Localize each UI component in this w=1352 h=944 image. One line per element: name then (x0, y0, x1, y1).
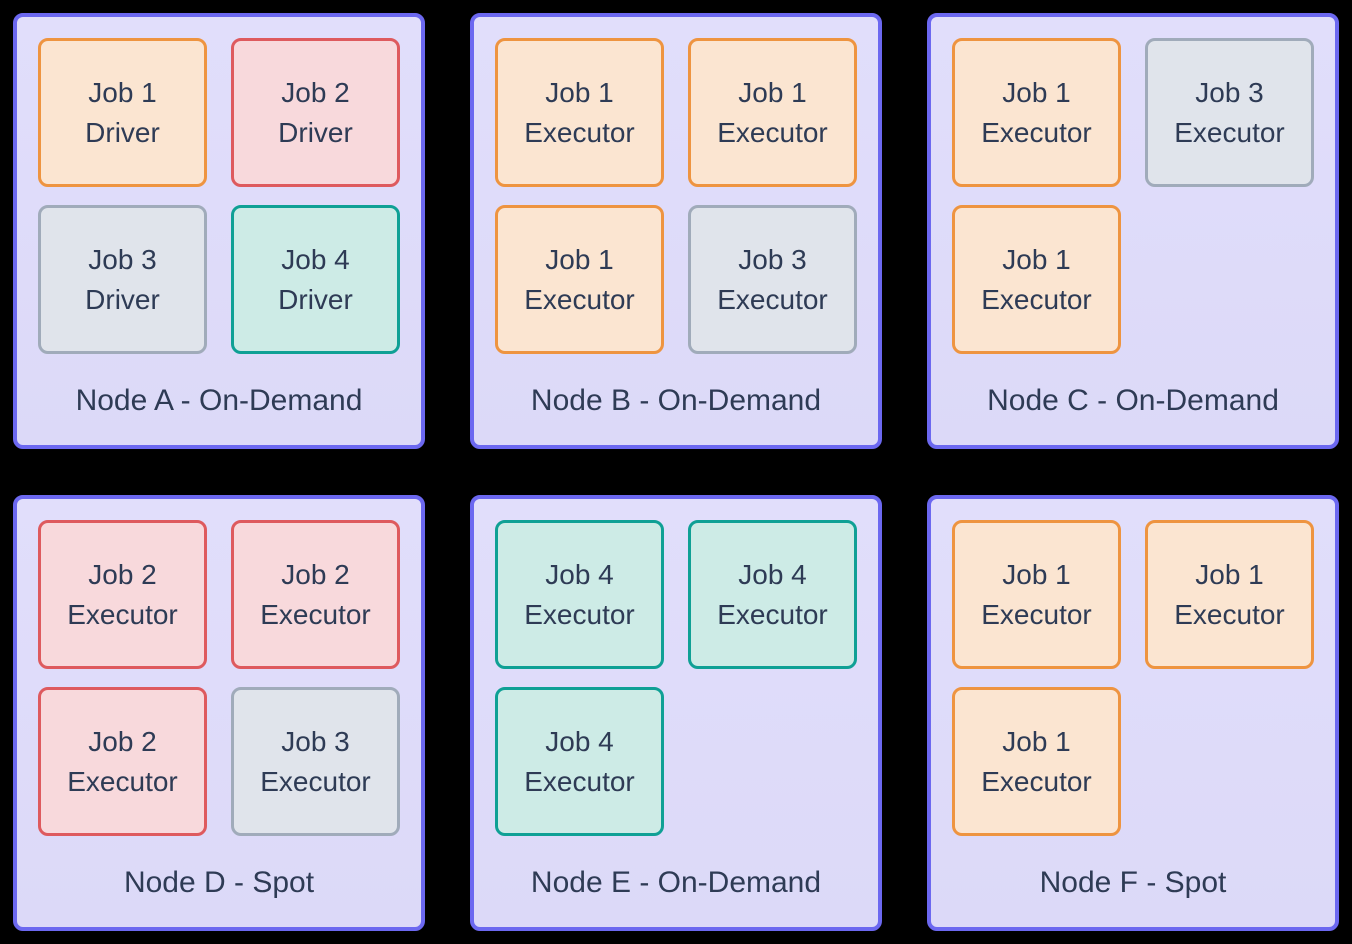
node-card-node-a: Job 1 Driver Job 2 Driver Job 3 Driver J… (13, 13, 425, 449)
job-grid: Job 1 Executor Job 1 Executor Job 1 Exec… (952, 520, 1314, 836)
job-id-label: Job 1 (1195, 558, 1264, 590)
node-card-node-e: Job 4 Executor Job 4 Executor Job 4 Exec… (470, 495, 882, 931)
job-box: Job 2 Executor (231, 520, 400, 669)
job-box: Job 3 Executor (688, 205, 857, 354)
job-box: Job 1 Executor (952, 520, 1121, 669)
job-role-label: Executor (981, 765, 1092, 797)
job-id-label: Job 2 (88, 725, 157, 757)
job-id-label: Job 1 (738, 76, 807, 108)
job-role-label: Executor (981, 283, 1092, 315)
job-role-label: Driver (278, 283, 353, 315)
node-card-node-b: Job 1 Executor Job 1 Executor Job 1 Exec… (470, 13, 882, 449)
node-card-node-c: Job 1 Executor Job 3 Executor Job 1 Exec… (927, 13, 1339, 449)
job-box: Job 4 Executor (688, 520, 857, 669)
job-box: Job 3 Executor (1145, 38, 1314, 187)
job-box: Job 3 Driver (38, 205, 207, 354)
node-label: Node C - On-Demand (987, 383, 1279, 417)
node-label: Node F - Spot (1039, 865, 1227, 899)
job-grid: Job 2 Executor Job 2 Executor Job 2 Exec… (38, 520, 400, 836)
job-box: Job 1 Executor (952, 687, 1121, 836)
job-role-label: Executor (1174, 116, 1285, 148)
job-grid: Job 4 Executor Job 4 Executor Job 4 Exec… (495, 520, 857, 836)
job-box: Job 4 Driver (231, 205, 400, 354)
job-role-label: Executor (524, 598, 635, 630)
job-id-label: Job 1 (88, 76, 157, 108)
job-id-label: Job 1 (545, 243, 614, 275)
job-id-label: Job 4 (281, 243, 350, 275)
job-id-label: Job 1 (1002, 243, 1071, 275)
job-box: Job 1 Executor (952, 205, 1121, 354)
job-box: Job 2 Executor (38, 520, 207, 669)
job-role-label: Executor (1174, 598, 1285, 630)
job-id-label: Job 1 (1002, 725, 1071, 757)
job-id-label: Job 1 (545, 76, 614, 108)
job-box: Job 4 Executor (495, 520, 664, 669)
job-id-label: Job 4 (545, 558, 614, 590)
node-label: Node E - On-Demand (530, 865, 822, 899)
job-role-label: Executor (524, 116, 635, 148)
job-grid: Job 1 Executor Job 1 Executor Job 1 Exec… (495, 38, 857, 354)
job-box: Job 1 Executor (688, 38, 857, 187)
job-box: Job 4 Executor (495, 687, 664, 836)
node-card-node-f: Job 1 Executor Job 1 Executor Job 1 Exec… (927, 495, 1339, 931)
job-id-label: Job 4 (738, 558, 807, 590)
job-id-label: Job 1 (1002, 558, 1071, 590)
node-label: Node B - On-Demand (530, 383, 822, 417)
job-role-label: Executor (260, 765, 371, 797)
job-role-label: Executor (524, 765, 635, 797)
job-box: Job 1 Executor (495, 205, 664, 354)
node-label: Node A - On-Demand (75, 383, 363, 417)
job-grid: Job 1 Driver Job 2 Driver Job 3 Driver J… (38, 38, 400, 354)
job-box: Job 2 Driver (231, 38, 400, 187)
job-box: Job 1 Executor (952, 38, 1121, 187)
job-box: Job 2 Executor (38, 687, 207, 836)
job-id-label: Job 3 (88, 243, 157, 275)
job-role-label: Driver (85, 283, 160, 315)
job-role-label: Executor (524, 283, 635, 315)
job-box: Job 1 Executor (495, 38, 664, 187)
job-box: Job 3 Executor (231, 687, 400, 836)
job-box: Job 1 Driver (38, 38, 207, 187)
job-id-label: Job 2 (281, 76, 350, 108)
job-id-label: Job 3 (1195, 76, 1264, 108)
job-role-label: Executor (260, 598, 371, 630)
job-id-label: Job 4 (545, 725, 614, 757)
node-card-node-d: Job 2 Executor Job 2 Executor Job 2 Exec… (13, 495, 425, 931)
job-role-label: Executor (67, 598, 178, 630)
node-label: Node D - Spot (123, 865, 315, 899)
job-role-label: Executor (981, 116, 1092, 148)
job-id-label: Job 2 (88, 558, 157, 590)
job-grid: Job 1 Executor Job 3 Executor Job 1 Exec… (952, 38, 1314, 354)
job-id-label: Job 1 (1002, 76, 1071, 108)
job-role-label: Executor (981, 598, 1092, 630)
job-role-label: Executor (717, 116, 828, 148)
job-box: Job 1 Executor (1145, 520, 1314, 669)
job-role-label: Driver (85, 116, 160, 148)
job-role-label: Driver (278, 116, 353, 148)
job-id-label: Job 3 (281, 725, 350, 757)
job-id-label: Job 2 (281, 558, 350, 590)
job-role-label: Executor (67, 765, 178, 797)
job-id-label: Job 3 (738, 243, 807, 275)
job-role-label: Executor (717, 283, 828, 315)
job-role-label: Executor (717, 598, 828, 630)
